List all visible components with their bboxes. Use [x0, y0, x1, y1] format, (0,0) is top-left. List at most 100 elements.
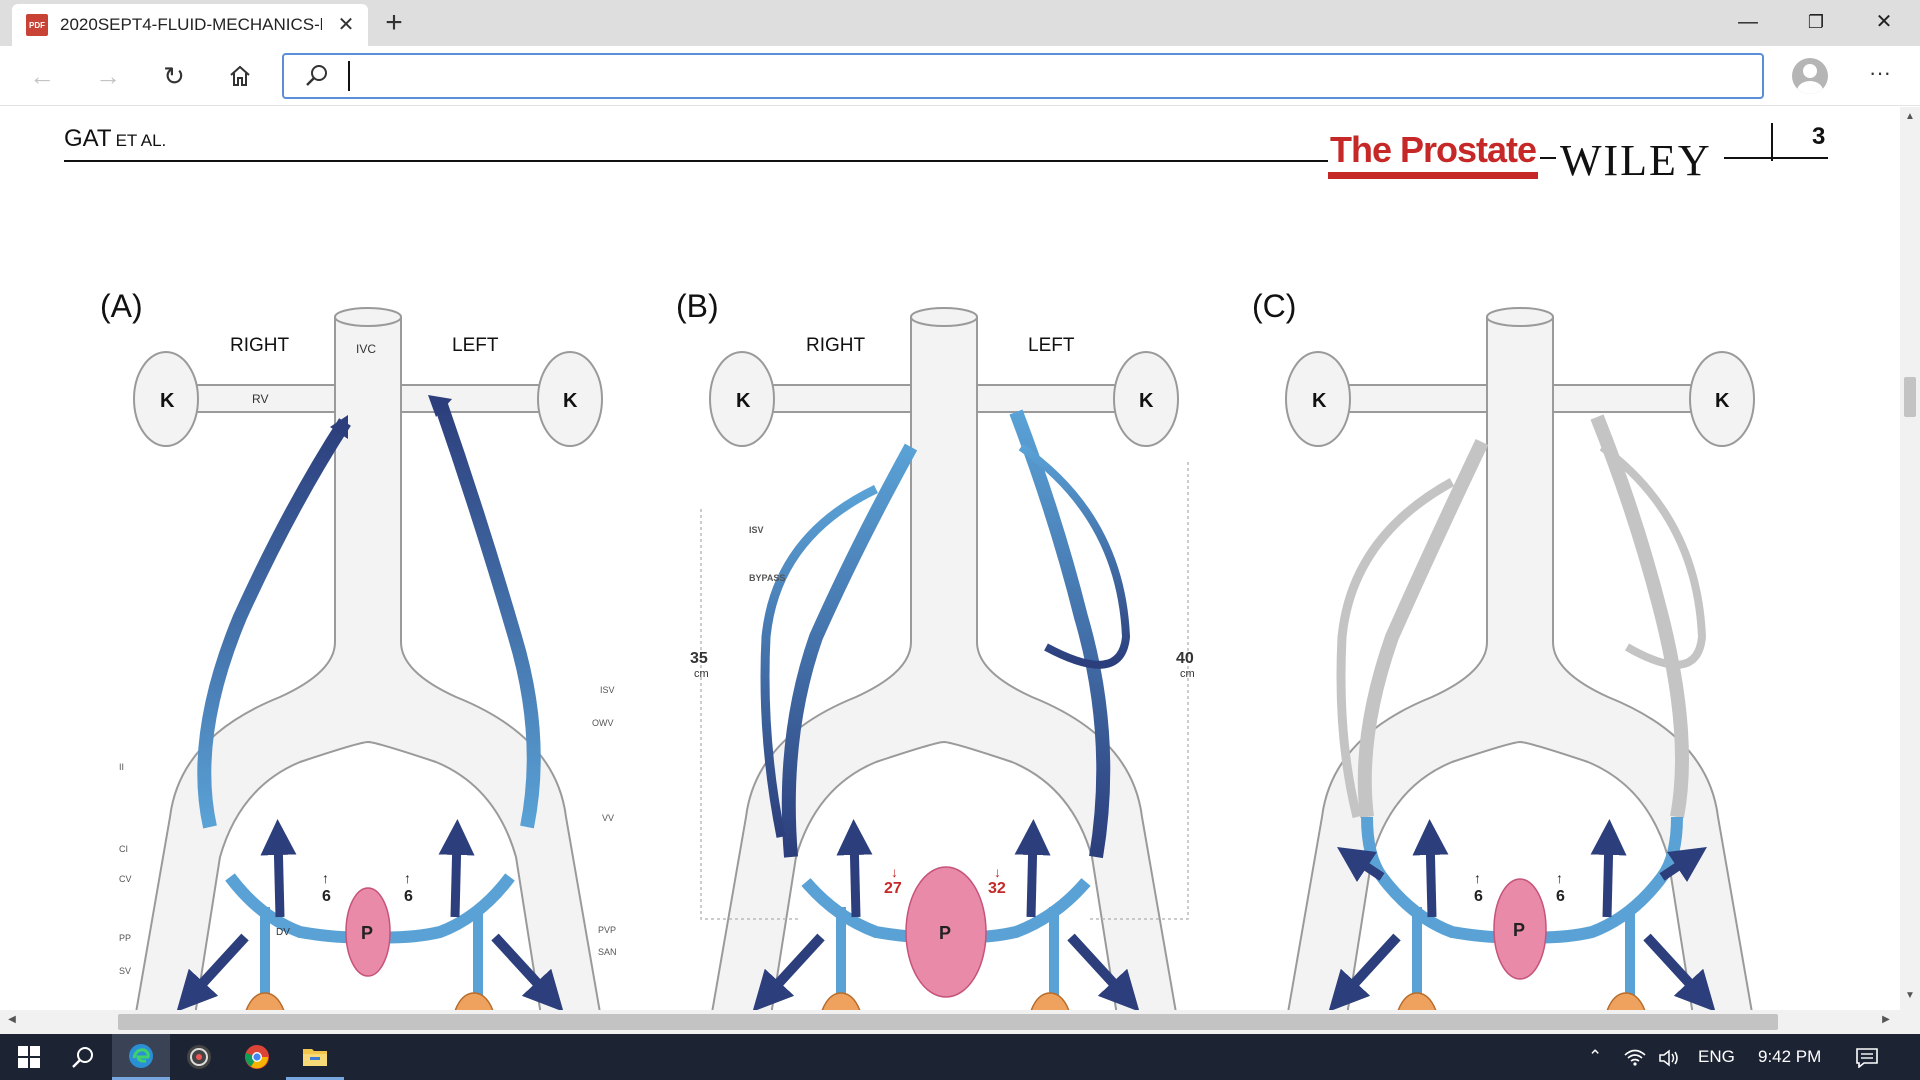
kidney-label: K — [1715, 390, 1730, 412]
down-arrow-icon: ↓ — [994, 864, 1001, 880]
kidney-label: K — [160, 390, 175, 412]
kidney-label: K — [1312, 390, 1327, 412]
horizontal-scroll-thumb[interactable] — [118, 1014, 1778, 1030]
anatomy-label: CV — [119, 874, 132, 884]
tab-title: 2020SEPT4-FLUID-MECHANICS-l — [60, 15, 322, 34]
distance-unit: cm — [694, 668, 709, 680]
up-arrow-icon: ↑ — [1474, 870, 1481, 886]
isv-label: ISV — [749, 525, 764, 535]
pressure-value: 32 — [988, 880, 1006, 897]
left-anatomy-labels: II CI CV PP SV TA — [119, 762, 132, 976]
anatomy-label: OWV — [592, 718, 614, 728]
vertical-scrollbar[interactable]: ▲ ▼ — [1900, 107, 1920, 1010]
address-input[interactable] — [348, 61, 1748, 91]
language-indicator[interactable]: ENG — [1698, 1047, 1735, 1066]
prostate-label: P — [1513, 920, 1525, 940]
pressure-value: 6 — [322, 888, 331, 905]
windows-start-icon[interactable] — [0, 1034, 58, 1080]
pressure-value: 6 — [404, 888, 413, 905]
up-arrow-icon: ↑ — [404, 870, 411, 886]
panel-a: (A) RIGHT LEFT K K IVC RV — [100, 288, 617, 1010]
close-icon[interactable]: ✕ — [1875, 11, 1893, 33]
side-label-left: LEFT — [452, 335, 499, 356]
page-divider — [1771, 123, 1773, 161]
side-label-right: RIGHT — [806, 335, 866, 356]
home-icon[interactable] — [222, 58, 258, 94]
anatomy-label: VV — [602, 813, 614, 823]
side-label-right: RIGHT — [230, 335, 290, 356]
up-arrow-icon: ↑ — [1556, 870, 1563, 886]
tray-chevron-icon[interactable]: ⌃ — [1588, 1047, 1603, 1066]
prostate-label: P — [939, 923, 951, 943]
vertical-scroll-thumb[interactable] — [1904, 377, 1916, 417]
header-dash — [1724, 157, 1828, 159]
bypass-label: BYPASS — [749, 573, 785, 583]
rv-label: RV — [252, 392, 268, 406]
scroll-corner — [1900, 1010, 1920, 1034]
kidney-label: K — [1139, 390, 1154, 412]
distance-value: 35 — [690, 650, 708, 667]
media-app-icon[interactable] — [170, 1034, 228, 1080]
panel-label: (C) — [1252, 288, 1296, 324]
scroll-down-icon[interactable]: ▼ — [1905, 990, 1915, 1001]
author-name: GAT — [64, 125, 112, 152]
journal-logo: The Prostate — [1330, 129, 1537, 170]
file-explorer-icon[interactable] — [286, 1034, 344, 1080]
avatar-icon[interactable] — [1792, 58, 1828, 94]
venous-anatomy-figure: (A) RIGHT LEFT K K IVC RV — [100, 288, 1755, 1010]
pdf-icon: PDF — [26, 14, 48, 36]
down-arrow-icon: ↓ — [891, 864, 898, 880]
panel-c: (C) K K P — [1252, 288, 1755, 1010]
anatomy-label: SV — [119, 966, 131, 976]
dv-label: DV — [276, 927, 290, 938]
author-suffix: ET AL. — [115, 131, 167, 150]
forward-arrow-icon[interactable]: → — [95, 61, 121, 91]
journal-logo-bar — [1328, 172, 1538, 179]
restore-icon[interactable]: ❐ — [1807, 12, 1825, 32]
page-number: 3 — [1812, 123, 1826, 150]
anatomy-label: SAN — [598, 947, 617, 957]
pressure-value: 6 — [1556, 888, 1565, 905]
scroll-up-icon[interactable]: ▲ — [1905, 111, 1915, 122]
tab-bar: PDF 2020SEPT4-FLUID-MECHANICS-l ✕ + — ❐ … — [0, 0, 1920, 46]
pressure-value: 27 — [884, 880, 902, 897]
panel-b: (B) RIGHT LEFT K K P — [676, 288, 1195, 1010]
horizontal-scrollbar[interactable]: ◀ ▶ — [0, 1010, 1900, 1034]
pressure-value: 6 — [1474, 888, 1483, 905]
anatomy-label: PVP — [598, 925, 616, 935]
anatomy-label: PP — [119, 933, 131, 943]
right-anatomy-labels: ISV OWV VV PVP SAN — [592, 685, 617, 957]
refresh-icon[interactable]: ↻ — [163, 61, 185, 91]
distance-unit: cm — [1180, 668, 1195, 680]
chrome-icon[interactable] — [228, 1034, 286, 1080]
minimize-icon[interactable]: — — [1738, 11, 1758, 33]
distance-value: 40 — [1176, 650, 1194, 667]
publisher-logo: WILEY — [1560, 136, 1712, 185]
browser-tab[interactable]: PDF 2020SEPT4-FLUID-MECHANICS-l ✕ — [12, 4, 368, 46]
taskbar: ⌃ ENG 9:42 PM — [0, 1034, 1920, 1080]
header-rule — [64, 160, 1328, 162]
kidney-label: K — [736, 390, 751, 412]
side-label-left: LEFT — [1028, 335, 1075, 356]
scroll-right-icon[interactable]: ▶ — [1882, 1014, 1890, 1025]
scroll-left-icon[interactable]: ◀ — [8, 1014, 16, 1025]
panel-label: (A) — [100, 288, 143, 324]
wifi-icon[interactable] — [1624, 1034, 1646, 1080]
clock[interactable]: 9:42 PM — [1758, 1047, 1822, 1066]
search-icon[interactable] — [54, 1034, 112, 1080]
address-bar[interactable] — [282, 53, 1764, 99]
more-icon[interactable]: ··· — [1869, 60, 1891, 85]
anatomy-label: II — [119, 762, 124, 772]
new-tab-button[interactable]: + — [385, 6, 403, 39]
header-dash — [1540, 157, 1556, 159]
navigation-bar: ← → ↻ ··· — [0, 46, 1920, 106]
tab-close-icon[interactable]: ✕ — [337, 14, 355, 36]
anatomy-label: CI — [119, 844, 128, 854]
ivc-label: IVC — [356, 342, 376, 356]
back-arrow-icon[interactable]: ← — [29, 61, 55, 91]
volume-icon[interactable] — [1658, 1034, 1680, 1080]
notifications-icon[interactable] — [1856, 1034, 1878, 1080]
edge-icon[interactable] — [112, 1034, 170, 1080]
